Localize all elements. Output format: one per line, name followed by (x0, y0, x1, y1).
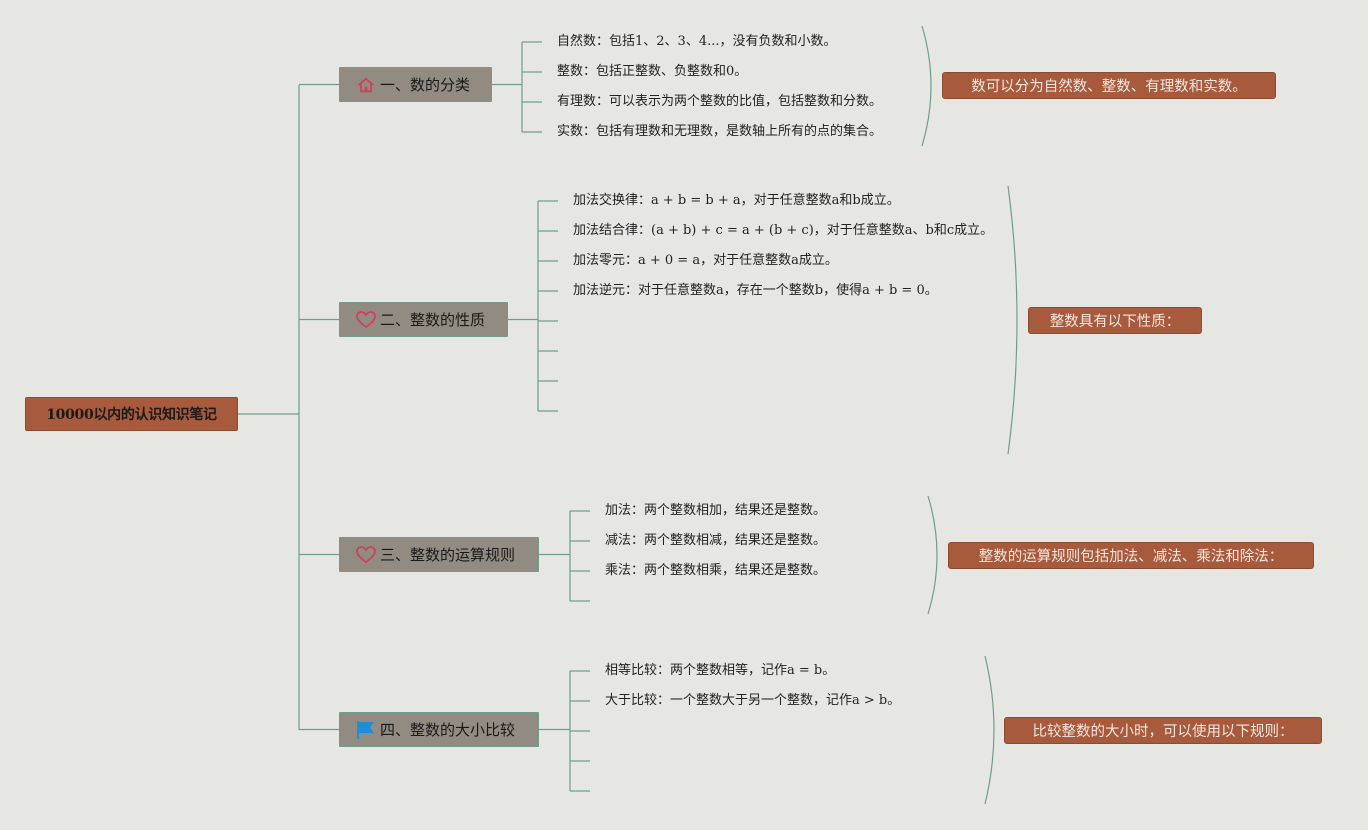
leaf-item[interactable]: 整数：包括正整数、负整数和0。 (557, 64, 748, 79)
leaf-item[interactable]: 相等比较：两个整数相等，记作a = b。 (605, 663, 836, 678)
home-icon (356, 75, 376, 95)
leaf-item[interactable]: 实数：包括有理数和无理数，是数轴上所有的点的集合。 (557, 124, 883, 139)
summary-box-4[interactable]: 比较整数的大小时，可以使用以下规则： (1004, 717, 1322, 744)
branch-topic-3[interactable]: 三、整数的运算规则 (339, 537, 539, 572)
leaf-item[interactable]: 加法结合律：(a + b) + c = a + (b + c)，对于任意整数a、… (573, 223, 994, 238)
leaf-item[interactable]: 加法：两个整数相加，结果还是整数。 (605, 503, 827, 518)
summary-brace (1007, 185, 1018, 455)
summary-box-2[interactable]: 整数具有以下性质： (1028, 307, 1202, 334)
branch-label: 四、整数的大小比较 (380, 721, 516, 739)
leaf-item[interactable]: 有理数：可以表示为两个整数的比值，包括整数和分数。 (557, 94, 883, 109)
leaf-item[interactable]: 大于比较：一个整数大于另一个整数，记作a > b。 (605, 693, 901, 708)
branch-topic-2[interactable]: 二、整数的性质 (339, 302, 508, 337)
leaf-item[interactable]: 减法：两个整数相减，结果还是整数。 (605, 533, 827, 548)
heart-icon (356, 310, 376, 330)
root-topic[interactable]: 10000以内的认识知识笔记 (25, 397, 238, 431)
branch-topic-1[interactable]: 一、数的分类 (339, 67, 492, 102)
leaf-item[interactable]: 乘法：两个整数相乘，结果还是整数。 (605, 563, 827, 578)
leaf-item[interactable]: 加法零元：a + 0 = a，对于任意整数a成立。 (573, 253, 838, 268)
summary-box-1[interactable]: 数可以分为自然数、整数、有理数和实数。 (942, 72, 1276, 99)
branch-label: 三、整数的运算规则 (380, 546, 516, 564)
leaf-item[interactable]: 加法逆元：对于任意整数a，存在一个整数b，使得a + b = 0。 (573, 283, 938, 298)
flag-icon (356, 720, 376, 740)
heart-icon (356, 545, 376, 565)
leaf-item[interactable]: 自然数：包括1、2、3、4...，没有负数和小数。 (557, 34, 837, 49)
branch-topic-4[interactable]: 四、整数的大小比较 (339, 712, 539, 747)
branch-label: 二、整数的性质 (380, 311, 486, 329)
summary-brace (927, 495, 938, 615)
summary-brace (921, 25, 932, 147)
summary-brace (984, 655, 995, 805)
summary-box-3[interactable]: 整数的运算规则包括加法、减法、乘法和除法： (948, 542, 1314, 569)
branch-label: 一、数的分类 (380, 76, 471, 94)
leaf-item[interactable]: 加法交换律：a + b = b + a，对于任意整数a和b成立。 (573, 193, 900, 208)
